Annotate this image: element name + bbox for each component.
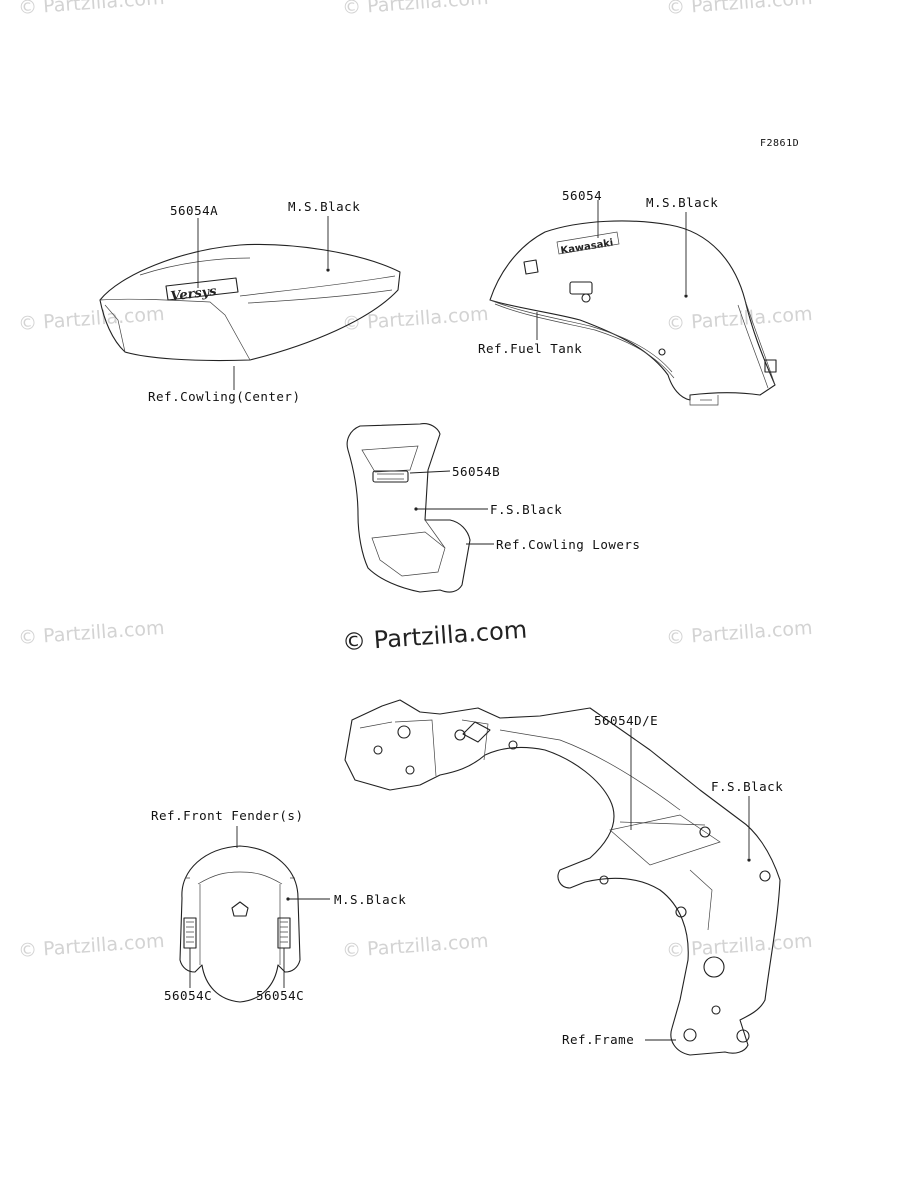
label-ms-black-3: M.S.Black (334, 892, 407, 907)
cowling-lowers-part (346, 423, 471, 593)
1000-decal (372, 470, 409, 483)
label-56054B: 56054B (452, 464, 501, 479)
label-ref-front-fender: Ref.Front Fender(s) (151, 808, 304, 823)
left-fork-decal (183, 917, 197, 949)
kawasaki-decal (556, 231, 620, 255)
label-56054C-left: 56054C (164, 988, 213, 1003)
front-fender-part (179, 845, 301, 1003)
label-56054DE: 56054D/E (594, 713, 659, 728)
label-56054C-right: 56054C (256, 988, 305, 1003)
label-fs-black-1: F.S.Black (490, 502, 563, 517)
diagram-code: F2861D (760, 138, 800, 149)
label-56054: 56054 (562, 188, 603, 203)
versys-decal: Versys (165, 277, 239, 305)
label-ref-cowling-lowers: Ref.Cowling Lowers (496, 537, 641, 552)
label-ms-black-1: M.S.Black (288, 199, 361, 214)
label-ms-black-2: M.S.Black (646, 195, 719, 210)
fuel-tank-part: Kawasaki (489, 220, 777, 406)
label-ref-cowling-center: Ref.Cowling(Center) (148, 389, 301, 404)
label-fs-black-2: F.S.Black (711, 779, 784, 794)
leader-56054B (409, 470, 451, 474)
cowling-center-part: Versys (99, 243, 401, 362)
label-ref-fuel-tank: Ref.Fuel Tank (478, 341, 583, 356)
versys-decal-text: Versys (170, 284, 218, 305)
label-56054A: 56054A (170, 203, 219, 218)
label-ref-frame: Ref.Frame (562, 1032, 635, 1047)
fuel-cap-icon (569, 281, 593, 303)
frame-part (344, 699, 781, 1056)
